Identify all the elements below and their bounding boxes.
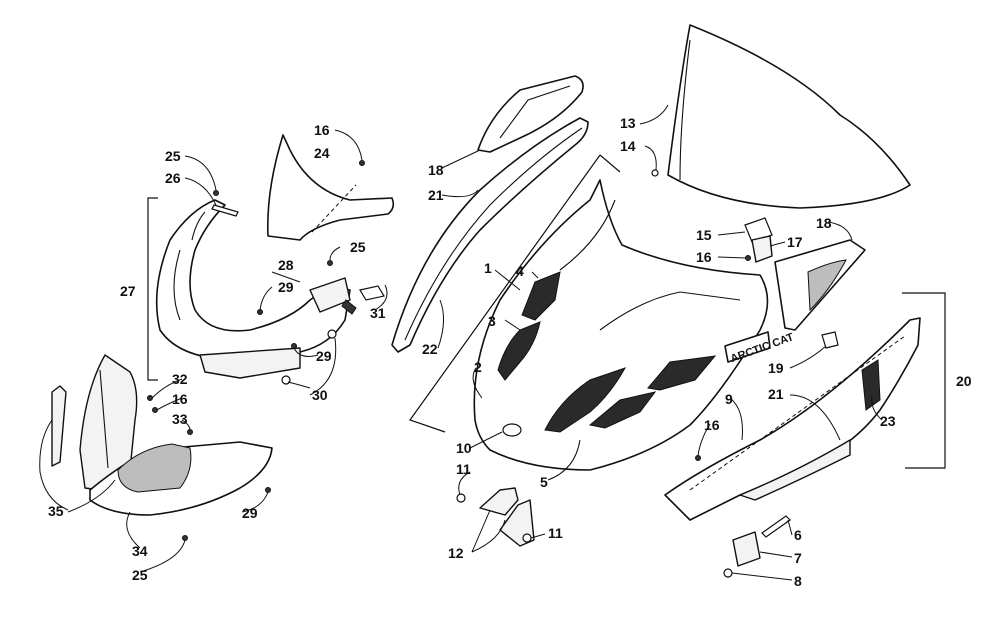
screw-29-c bbox=[265, 487, 271, 493]
nose-cowl-27 bbox=[155, 199, 351, 361]
clip-31 bbox=[359, 285, 385, 301]
callout-21b: 21 bbox=[768, 386, 784, 402]
nut-8 bbox=[723, 568, 733, 578]
callout-10: 10 bbox=[456, 440, 472, 456]
callout-9: 9 bbox=[725, 391, 733, 407]
pin-26 bbox=[211, 204, 239, 217]
callout-21: 21 bbox=[428, 187, 444, 203]
bracket-12a bbox=[479, 487, 519, 516]
callout-3: 3 bbox=[488, 313, 496, 329]
clip-15 bbox=[744, 217, 773, 243]
callout-23: 23 bbox=[880, 413, 896, 429]
callout-29: 29 bbox=[278, 279, 294, 295]
clip-19 bbox=[821, 331, 839, 349]
callout-16d: 16 bbox=[704, 417, 720, 433]
callout-22: 22 bbox=[422, 341, 438, 357]
callout-16: 16 bbox=[314, 122, 330, 138]
group-bracket-20 bbox=[902, 292, 946, 469]
nut-11a bbox=[456, 493, 466, 503]
callout-28: 28 bbox=[278, 257, 294, 273]
callout-8: 8 bbox=[794, 573, 802, 589]
callout-35: 35 bbox=[48, 503, 64, 519]
callout-29b: 29 bbox=[316, 348, 332, 364]
grille-4 bbox=[521, 271, 561, 321]
callout-labels: 16 24 25 26 27 28 29 25 29 30 31 32 16 3… bbox=[48, 115, 972, 589]
bolt-6 bbox=[761, 515, 791, 538]
block-7 bbox=[732, 531, 761, 567]
callout-1: 1 bbox=[484, 260, 492, 276]
callout-19: 19 bbox=[768, 360, 784, 376]
screw-29-b bbox=[291, 343, 297, 349]
strip-21 bbox=[739, 439, 851, 501]
callout-14: 14 bbox=[620, 138, 636, 154]
callout-6: 6 bbox=[794, 527, 802, 543]
grille-5b bbox=[588, 391, 657, 429]
lens-mesh-18 bbox=[807, 259, 847, 312]
nut-30 bbox=[281, 375, 291, 385]
callout-7: 7 bbox=[794, 550, 802, 566]
grille-5 bbox=[544, 367, 627, 433]
hood-1 bbox=[473, 179, 769, 471]
callout-16b: 16 bbox=[172, 391, 188, 407]
insert-23 bbox=[861, 359, 881, 411]
screw-25-top bbox=[213, 190, 219, 196]
callout-27: 27 bbox=[120, 283, 136, 299]
screw-32 bbox=[147, 395, 153, 401]
screw-16-top bbox=[359, 160, 365, 166]
screw-16-mid bbox=[695, 455, 701, 461]
clip-28b bbox=[341, 299, 357, 315]
callout-33: 33 bbox=[172, 411, 188, 427]
callout-25c: 25 bbox=[132, 567, 148, 583]
screw-29-a bbox=[257, 309, 263, 315]
callout-32: 32 bbox=[172, 371, 188, 387]
callout-18: 18 bbox=[428, 162, 444, 178]
callout-26: 26 bbox=[165, 170, 181, 186]
screw-25-mid bbox=[327, 260, 333, 266]
callout-34: 34 bbox=[132, 543, 148, 559]
inner-panel-24 bbox=[266, 134, 395, 241]
callout-13: 13 bbox=[620, 115, 636, 131]
bracket-17 bbox=[751, 235, 773, 263]
lower-trim-27 bbox=[199, 347, 301, 379]
callout-24: 24 bbox=[314, 145, 330, 161]
callout-31: 31 bbox=[370, 305, 386, 321]
deflector-35 bbox=[51, 385, 67, 467]
callout-5: 5 bbox=[540, 474, 548, 490]
nut-11b bbox=[522, 533, 532, 543]
callout-20: 20 bbox=[956, 373, 972, 389]
screw-33 bbox=[187, 429, 193, 435]
callout-25: 25 bbox=[165, 148, 181, 164]
grille-3 bbox=[497, 321, 541, 381]
group-bracket-1 bbox=[599, 154, 621, 173]
callout-11b: 11 bbox=[548, 525, 563, 541]
side-rail-21 bbox=[391, 117, 589, 353]
callout-17: 17 bbox=[787, 234, 803, 250]
callout-11: 11 bbox=[456, 461, 471, 477]
grille-9-side bbox=[647, 355, 717, 391]
callout-15: 15 bbox=[696, 227, 712, 243]
callout-25b: 25 bbox=[350, 239, 366, 255]
windshield-13 bbox=[667, 24, 911, 209]
emblem-10 bbox=[502, 423, 522, 437]
leader-lines bbox=[39, 104, 883, 581]
group-bracket-27 bbox=[147, 197, 158, 381]
callout-4: 4 bbox=[516, 263, 524, 279]
callout-12: 12 bbox=[448, 545, 464, 561]
clip-14 bbox=[651, 169, 659, 177]
screw-25-bot bbox=[182, 535, 188, 541]
intake-mesh-34 bbox=[117, 443, 192, 493]
callout-2: 2 bbox=[474, 359, 482, 375]
callout-18b: 18 bbox=[816, 215, 832, 231]
nut-30b bbox=[327, 329, 337, 339]
screw-16-left bbox=[152, 407, 158, 413]
callout-29c: 29 bbox=[242, 505, 258, 521]
callout-30: 30 bbox=[312, 387, 328, 403]
bracket-28 bbox=[309, 277, 351, 313]
callout-16c: 16 bbox=[696, 249, 712, 265]
screw-16-right bbox=[745, 255, 751, 261]
